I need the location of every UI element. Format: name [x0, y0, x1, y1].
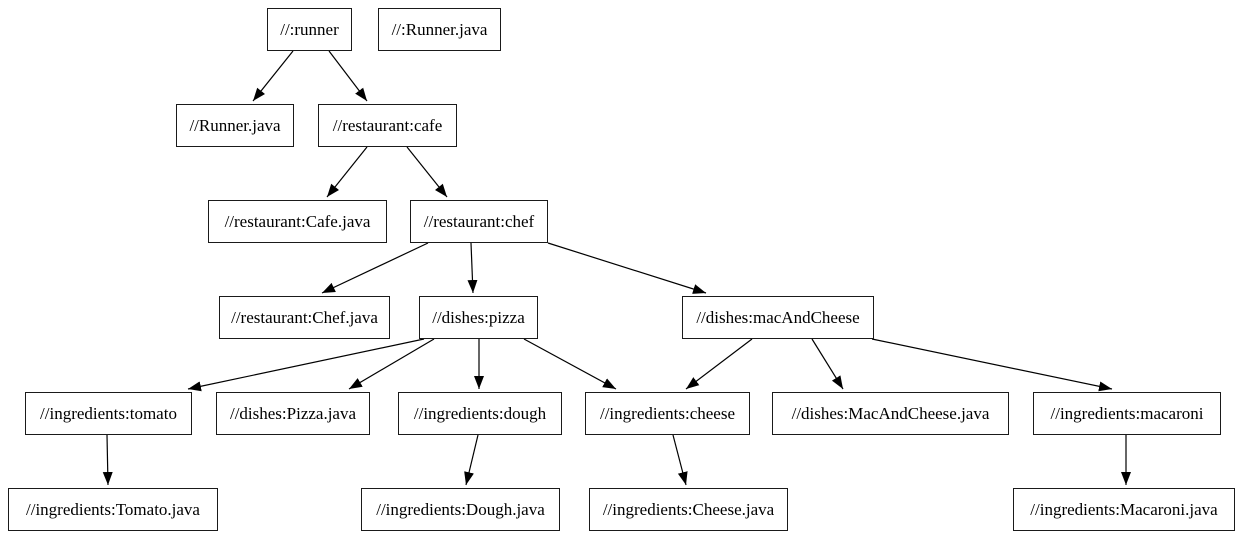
graph-node-dough-java: //ingredients:Dough.java	[361, 488, 560, 531]
graph-node-label: //ingredients:macaroni	[1050, 404, 1204, 423]
edges-group	[102, 50, 1131, 486]
edge-chef-to-chef-java	[321, 242, 429, 294]
edge-cafe-to-chef	[406, 146, 448, 198]
graph-node-dough: //ingredients:dough	[398, 392, 562, 435]
graph-node-chef: //restaurant:chef	[410, 200, 548, 243]
graph-node-mac-and-cheese-java: //dishes:MacAndCheese.java	[772, 392, 1009, 435]
graph-node-label: //ingredients:dough	[413, 404, 547, 423]
graph-node-label: //ingredients:Cheese.java	[602, 500, 775, 519]
graph-node-cheese-java: //ingredients:Cheese.java	[589, 488, 788, 531]
edge-cheese-to-cheese-java	[672, 434, 688, 486]
edge-runner-to-runner-java	[252, 50, 294, 102]
edge-chef-to-mac-and-cheese	[547, 242, 707, 294]
graph-node-label: //:Runner.java	[391, 20, 488, 39]
graph-node-cafe-java: //restaurant:Cafe.java	[208, 200, 387, 243]
graph-node-runner-java: //Runner.java	[176, 104, 294, 147]
edge-runner-to-cafe	[328, 50, 368, 102]
graph-node-label: //:runner	[280, 20, 339, 39]
graph-node-label: //dishes:pizza	[432, 308, 525, 327]
graph-node-mac-and-cheese: //dishes:macAndCheese	[682, 296, 874, 339]
graph-node-label: //dishes:Pizza.java	[229, 404, 357, 423]
graph-node-label: //dishes:MacAndCheese.java	[791, 404, 990, 423]
graph-node-tomato-java: //ingredients:Tomato.java	[8, 488, 218, 531]
edge-cafe-to-cafe-java	[326, 146, 368, 198]
graph-node-tomato: //ingredients:tomato	[25, 392, 192, 435]
graph-node-macaroni-java: //ingredients:Macaroni.java	[1013, 488, 1235, 531]
edge-mac-and-cheese-to-macaroni	[871, 338, 1113, 392]
graph-node-chef-java: //restaurant:Chef.java	[219, 296, 390, 339]
graph-node-runner-java-pkg: //:Runner.java	[378, 8, 501, 51]
graph-node-cheese: //ingredients:cheese	[585, 392, 750, 435]
graph-node-label: //Runner.java	[189, 116, 281, 135]
edge-mac-and-cheese-to-cheese	[685, 338, 753, 390]
graph-node-macaroni: //ingredients:macaroni	[1033, 392, 1221, 435]
graph-node-label: //ingredients:Tomato.java	[26, 500, 200, 519]
graph-node-label: //restaurant:Chef.java	[231, 308, 378, 327]
graph-node-pizza-java: //dishes:Pizza.java	[216, 392, 370, 435]
edge-pizza-to-cheese	[523, 338, 617, 390]
graph-node-cafe: //restaurant:cafe	[318, 104, 457, 147]
graph-node-label: //ingredients:cheese	[599, 404, 735, 423]
edge-mac-and-cheese-to-mac-and-cheese-java	[811, 338, 844, 390]
graph-node-label: //ingredients:Macaroni.java	[1030, 500, 1218, 519]
graph-node-runner: //:runner	[267, 8, 352, 51]
graph-node-label: //restaurant:chef	[423, 212, 535, 231]
edge-tomato-to-tomato-java	[102, 434, 113, 486]
edge-dough-to-dough-java	[464, 434, 479, 486]
graph-node-label: //dishes:macAndCheese	[696, 308, 860, 327]
edge-chef-to-pizza	[467, 242, 478, 294]
graph-node-label: //ingredients:Dough.java	[376, 500, 545, 519]
graph-node-label: //ingredients:tomato	[40, 404, 177, 423]
graph-node-label: //restaurant:Cafe.java	[224, 212, 371, 231]
graph-node-pizza: //dishes:pizza	[419, 296, 538, 339]
edge-pizza-to-tomato	[187, 338, 425, 392]
graph-node-label: //restaurant:cafe	[332, 116, 443, 135]
edge-pizza-to-pizza-java	[348, 338, 435, 390]
